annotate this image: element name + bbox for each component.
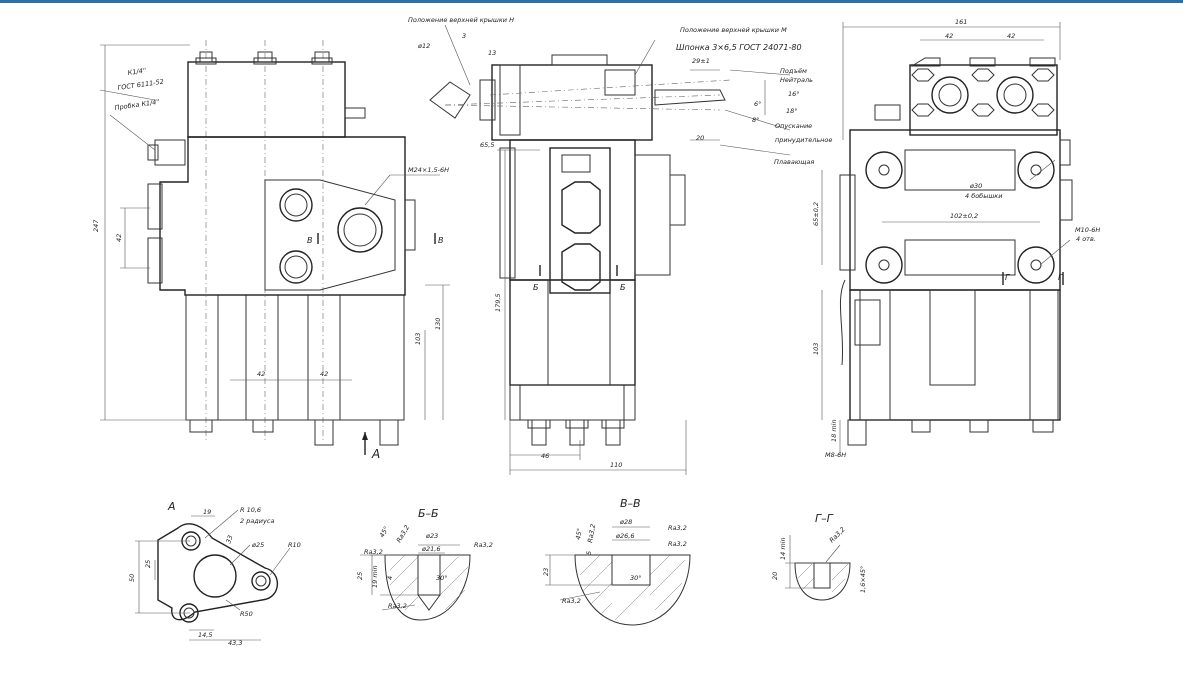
section-vv: [545, 526, 691, 626]
dim-3: 3: [462, 32, 466, 40]
dim-25-a: 25: [144, 560, 152, 568]
marker-a-arrow: А: [371, 447, 380, 461]
label-prinud: принудительное: [775, 136, 832, 144]
dim-45-bb: 45°: [378, 525, 391, 539]
section-bb: [360, 544, 471, 621]
marker-v-left: В: [307, 236, 313, 245]
dim-25-bb: 25: [356, 572, 364, 580]
top-view: [821, 22, 1073, 455]
ra-vv-4: Ra3,2: [562, 597, 581, 605]
dim-14min: 14 min: [779, 537, 787, 560]
label-m10: М10-6Н: [1075, 226, 1100, 234]
dim-103-top: 103: [812, 343, 820, 355]
dim-110: 110: [610, 461, 622, 469]
dim-33: 33: [224, 534, 234, 545]
dim-m8: М8-6Н: [825, 451, 846, 459]
dim-d216-bb: ø21,6: [421, 545, 440, 553]
dim-d28: ø28: [619, 518, 632, 526]
label-neutral: Нейтраль: [780, 76, 813, 84]
dim-19min: 19 min: [371, 565, 379, 588]
marker-g-left: Г: [1005, 273, 1010, 282]
dim-46: 46: [541, 452, 549, 460]
dim-130: 130: [434, 318, 442, 330]
label-key: Шпонка 3×6,5 ГОСТ 24071-80: [676, 43, 802, 52]
dim-d12: ø12: [417, 42, 430, 50]
label-k14: К1/4'': [127, 66, 147, 77]
dim-247: 247: [92, 219, 100, 232]
label-otv4: 4 отв.: [1076, 235, 1096, 243]
marker-v-right: В: [438, 236, 444, 245]
detail-a: [135, 509, 291, 641]
label-r50: R50: [240, 610, 253, 618]
section-gg: [785, 535, 851, 601]
dim-42-top1: 42: [945, 32, 953, 40]
dim-30-bb: 30°: [436, 574, 448, 582]
dim-102: 102±0,2: [950, 212, 978, 220]
ra-bb-1: Ra3,2: [395, 524, 411, 544]
dim-30-vv: 30°: [630, 574, 642, 582]
title-section-bb: Б–Б: [418, 507, 439, 520]
side-view: [429, 24, 791, 475]
dim-8deg: 8°: [752, 116, 759, 124]
ra-bb-4: Ra3,2: [388, 602, 407, 610]
dim-16x45: 1,6×45°: [859, 566, 867, 593]
dim-18deg: 18°: [786, 107, 798, 115]
dim-4-bb: 4: [386, 576, 394, 580]
dim-655: 65,5: [480, 141, 494, 149]
top-accent-bar: [0, 0, 1183, 3]
dim-d266: ø26,6: [615, 532, 634, 540]
title-view-a: А: [167, 500, 176, 513]
marker-g-right: Г: [1058, 273, 1063, 282]
ra-vv-3: Ra3,2: [586, 523, 597, 543]
dim-103-front: 103: [414, 333, 422, 345]
front-view: [99, 40, 450, 455]
dim-13: 13: [488, 49, 496, 57]
label-r10: R10: [288, 541, 301, 549]
label-pos-n: Положение верхней крышки Н: [408, 16, 514, 24]
label-pos-m: Положение верхней крышки М: [680, 26, 787, 34]
dim-5-vv: 5: [585, 551, 593, 555]
label-rad2: 2 радиуса: [240, 517, 274, 525]
label-gost6111: ГОСТ 6111-52: [117, 78, 164, 92]
dim-42-col1: 42: [257, 370, 265, 378]
dim-6deg: 6°: [754, 100, 761, 108]
dim-16deg: 16°: [788, 90, 800, 98]
dim-d23-bb: ø23: [425, 532, 438, 540]
dim-50: 50: [128, 574, 136, 582]
ra-bb-3: Ra3,2: [364, 548, 383, 556]
dim-161: 161: [955, 18, 967, 26]
label-podem: Подъём: [780, 67, 807, 75]
ra-bb-2: Ra3,2: [474, 541, 493, 549]
dim-29: 29±1: [692, 57, 710, 65]
title-section-gg: Г–Г: [815, 512, 834, 525]
dim-18min: 18 min: [830, 419, 838, 442]
title-section-vv: В–В: [620, 497, 641, 510]
ra-vv-2: Ra3,2: [668, 540, 687, 548]
label-bob4: 4 бобышки: [965, 192, 1002, 200]
label-m24: М24×1,5-6Н: [408, 166, 449, 174]
ra-gg-1: Ra3,2: [828, 525, 847, 544]
dim-23-vv: 23: [542, 568, 550, 576]
label-r106: R 10,6: [240, 506, 261, 514]
dim-42-top2: 42: [1007, 32, 1015, 40]
dim-42-left: 42: [115, 234, 123, 242]
dim-45-vv: 45°: [574, 528, 584, 541]
dim-65: 65±0,2: [812, 202, 820, 226]
label-d30: ø30: [969, 182, 982, 190]
marker-b-right: Б: [620, 283, 626, 292]
dim-20: 20: [696, 134, 704, 142]
dim-19: 19: [203, 508, 211, 516]
dim-42-col2: 42: [320, 370, 328, 378]
label-d25: ø25: [251, 541, 264, 549]
label-opusk: Опускание: [775, 122, 812, 130]
dim-1795: 179,5: [494, 293, 502, 312]
dim-145: 14,5: [198, 631, 212, 639]
marker-b-left: Б: [533, 283, 539, 292]
dim-433: 43,3: [228, 639, 242, 647]
label-plug: Пробка К1/4'': [114, 98, 161, 112]
ra-vv-1: Ra3,2: [668, 524, 687, 532]
dim-20-gg: 20: [771, 572, 779, 580]
label-plav: Плавающая: [774, 158, 814, 166]
